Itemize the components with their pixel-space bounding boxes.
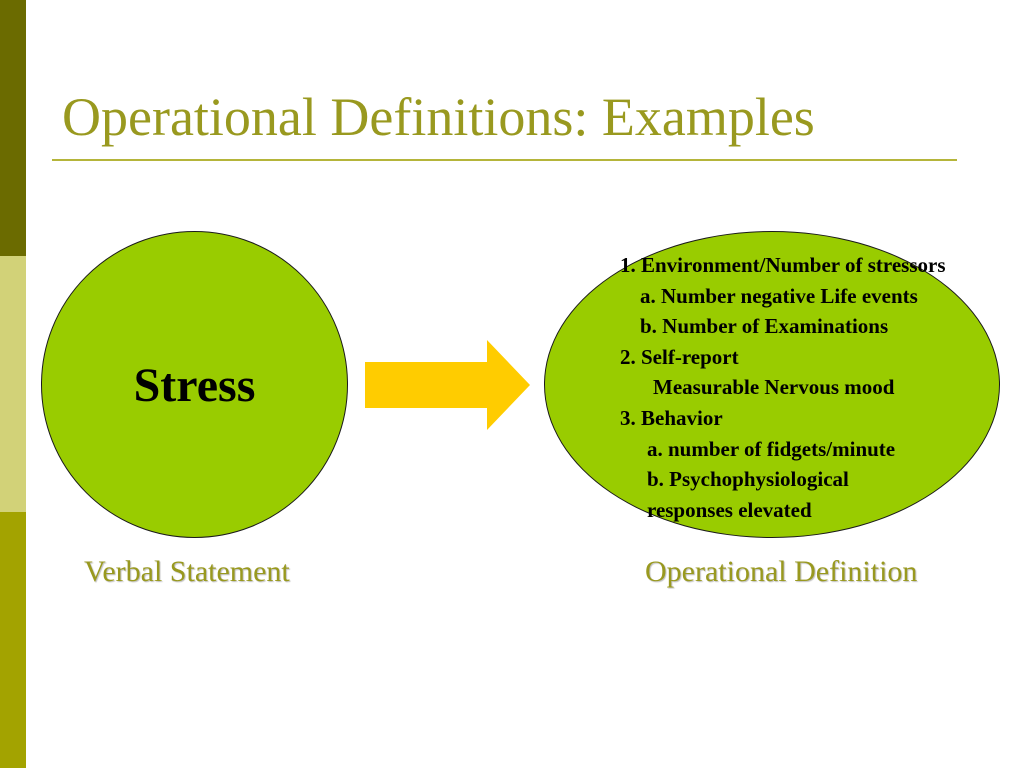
definition-line: 2. Self-report — [620, 344, 739, 369]
definition-line: 1. Environment/Number of stressors — [620, 253, 946, 277]
arrow-shape — [365, 340, 530, 430]
sidebar-segment-mid — [0, 512, 26, 768]
operational-definition-caption: Operational Definition — [645, 555, 918, 588]
sidebar-segment-dark — [0, 0, 26, 256]
definition-line: a. number of fidgets/minute — [647, 436, 896, 461]
stress-label: Stress — [133, 359, 256, 412]
definition-line: Measurable Nervous mood — [653, 375, 895, 400]
verbal-statement-caption: Verbal Statement — [84, 555, 290, 588]
definition-line: a. Number negative Life events — [640, 283, 918, 308]
definition-list: 1. Environment/Number of stressors a. Num… — [620, 250, 946, 525]
title-underline — [52, 159, 957, 161]
verbal-statement-circle — [41, 231, 348, 538]
sidebar-segment-light — [0, 256, 26, 512]
sidebar-accent — [0, 0, 26, 768]
right-arrow-icon — [365, 340, 530, 430]
definition-line: responses elevated — [647, 497, 812, 522]
definition-line: b. Number of Examinations — [640, 314, 889, 339]
operational-definition-ellipse — [544, 231, 1000, 538]
definition-line: 3. Behavior — [620, 405, 723, 430]
slide-title: Operational Definitions: Examples — [62, 87, 815, 147]
definition-line: b. Psychophysiological — [647, 467, 849, 492]
